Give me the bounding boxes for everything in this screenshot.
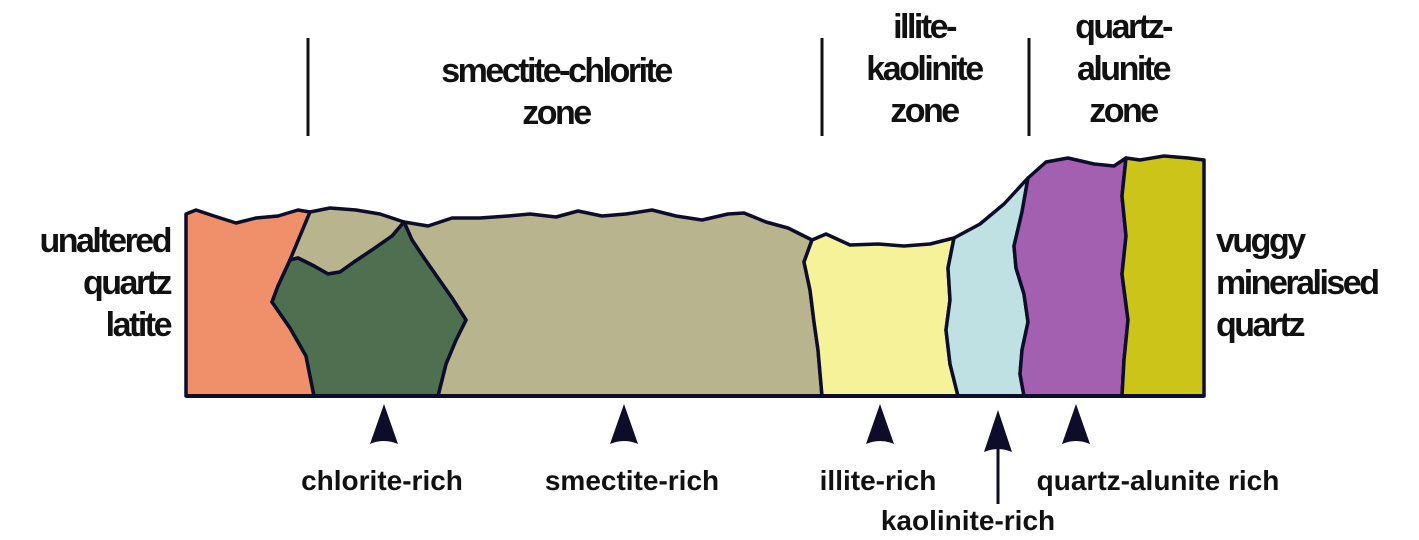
zone-title-line: zone: [1089, 92, 1158, 130]
side-label-line: latite: [106, 306, 172, 344]
smectite-rich-label: smectite-rich: [545, 465, 719, 496]
smectite-marker-arrowhead: [610, 404, 638, 444]
zone-title-line: zone: [522, 94, 591, 132]
zone-title-smectite-chlorite: smectite-chlorite zone: [441, 52, 672, 132]
illite-region: [804, 234, 958, 396]
side-label-line: mineralised: [1216, 264, 1378, 302]
chlorite-rich-label: chlorite-rich: [301, 465, 463, 496]
zone-title-line: quartz-: [1075, 8, 1172, 46]
illite-marker-arrowhead: [866, 404, 894, 444]
zone-title-line: kaolinite: [866, 50, 983, 88]
zone-title-illite-kaolinite: illite- kaolinite zone: [866, 8, 983, 130]
side-label-line: unaltered: [39, 222, 170, 260]
kaolinite-marker-arrow: [984, 410, 1012, 504]
zone-title-line: alunite: [1077, 50, 1171, 88]
quartz-alunite-region: [1014, 158, 1128, 396]
zone-title-line: illite-: [893, 8, 956, 46]
zone-title-line: smectite-chlorite: [441, 52, 672, 90]
vuggy-quartz-region: [1122, 156, 1204, 396]
left-label-unaltered-quartz-latite: unaltered quartz latite: [39, 222, 171, 344]
illite-rich-label: illite-rich: [820, 465, 937, 496]
kaolinite-rich-label: kaolinite-rich: [881, 505, 1055, 536]
right-label-vuggy-mineralised-quartz: vuggy mineralised quartz: [1216, 222, 1378, 344]
side-label-line: quartz: [1216, 306, 1305, 344]
side-label-line: vuggy: [1216, 222, 1306, 260]
smectite-region: [404, 210, 822, 396]
kaolinite-region: [946, 178, 1028, 396]
side-label-line: quartz: [83, 264, 172, 302]
zone-title-quartz-alunite: quartz- alunite zone: [1075, 8, 1172, 130]
quartz-alunite-marker-arrowhead: [1062, 404, 1090, 444]
rock-profile: [186, 156, 1204, 396]
chlorite-marker-arrowhead: [370, 404, 398, 444]
quartz-alunite-rich-label: quartz-alunite rich: [1037, 465, 1280, 496]
zone-title-line: zone: [890, 92, 959, 130]
